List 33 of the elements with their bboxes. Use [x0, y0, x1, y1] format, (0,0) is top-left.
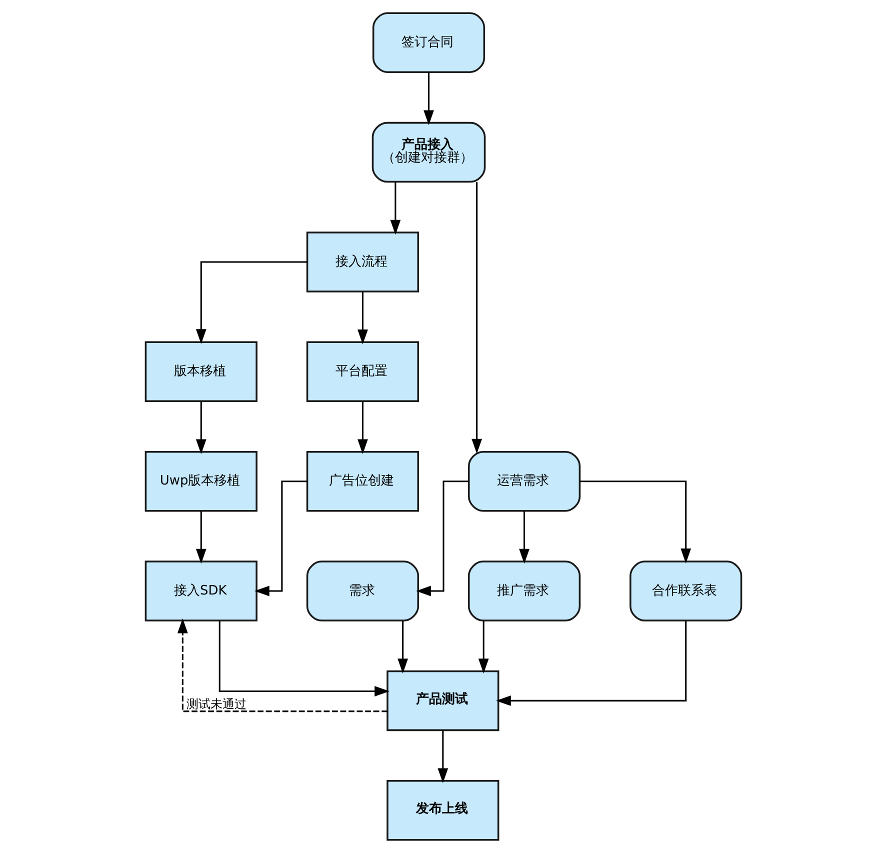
arrow — [358, 402, 368, 454]
arrow — [519, 511, 530, 564]
node-box: 推广需求 — [468, 560, 581, 622]
arrow — [196, 402, 206, 454]
arrow — [438, 730, 448, 784]
arrow — [472, 182, 482, 454]
arrow — [196, 261, 308, 344]
node-box: 接入流程 — [306, 232, 420, 292]
node-box: 平台配置 — [306, 341, 420, 402]
arrow — [177, 618, 388, 712]
arrow — [218, 620, 390, 696]
arrow — [496, 620, 687, 706]
node-box: 需求 — [306, 560, 420, 622]
node-box: 广告位创建 — [306, 450, 420, 512]
node-box: 合作联系表 — [630, 560, 742, 622]
arrow — [390, 182, 401, 235]
node-box: 签订合同 — [372, 12, 486, 73]
arrow — [398, 620, 408, 674]
arrow — [478, 620, 489, 674]
node-box: Uwp版本移植 — [144, 450, 258, 512]
arrow — [254, 480, 308, 596]
node-box: 发布上线 — [386, 780, 500, 841]
arrow — [196, 511, 206, 564]
arrow — [416, 480, 469, 596]
node-box: 运营需求 — [468, 450, 581, 512]
node-box: 产品测试 — [386, 670, 500, 732]
node-box: 版本移植 — [144, 341, 258, 402]
node-box: 产品接入 （创建对接群） — [372, 122, 486, 183]
arrow — [424, 72, 434, 126]
node-box: 接入SDK — [144, 560, 258, 622]
arrow — [358, 292, 368, 344]
edge-label: 测试未通过 — [186, 696, 247, 711]
arrow — [580, 480, 692, 564]
